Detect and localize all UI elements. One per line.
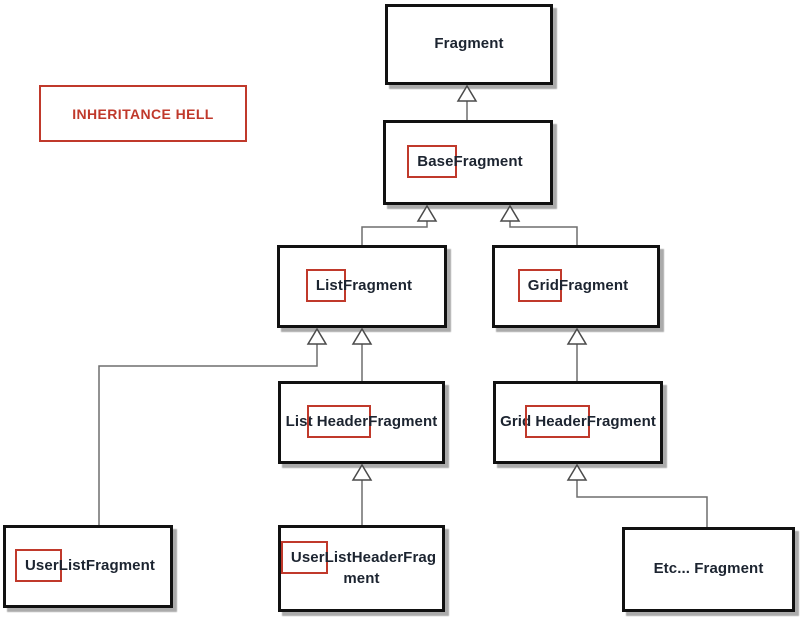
label-highlight: List (305, 269, 346, 303)
node-base-fragment: BaseFragment (383, 120, 553, 205)
inheritance-arrowhead-icon (499, 204, 521, 222)
label-post: Fragment (368, 413, 438, 431)
inheritance-arrowhead-icon (566, 463, 588, 481)
label-highlight: Base (407, 145, 457, 179)
label-pre: Fragment (434, 35, 504, 53)
inheritance-hell-label: INHERITANCE HELL (72, 105, 214, 122)
label-post: Fragment (342, 277, 413, 295)
label-pre: Etc... Fragment (653, 560, 764, 578)
label-highlight: User (280, 541, 328, 575)
inheritance-hell-badge: INHERITANCE HELL (39, 85, 247, 142)
node-label: Fragment (431, 34, 506, 54)
label-pre: Grid (500, 413, 532, 431)
inheritance-arrowhead-icon (306, 327, 328, 345)
edge-list-to-base (361, 204, 438, 245)
inheritance-arrowhead-icon (456, 84, 478, 102)
inheritance-arrowhead-icon (566, 327, 588, 345)
edge-userlistheader-to-listheader (351, 463, 373, 525)
node-user-list-header-fragment: UserListHeaderFragment (278, 525, 445, 612)
edge-grid-to-base (499, 204, 578, 245)
label-highlight: Header (525, 405, 590, 439)
edge-etc-to-gridheader (566, 463, 708, 527)
node-label: UserListFragment (15, 549, 158, 583)
node-grid-fragment: GridFragment (492, 245, 660, 328)
label-post: Fragment (586, 413, 656, 431)
node-fragment: Fragment (385, 4, 553, 85)
label-post: Fragment (453, 153, 523, 171)
label-highlight: User (15, 549, 62, 583)
edge-listheader-to-list (351, 327, 373, 381)
node-label: UserListHeaderFragment (280, 541, 442, 589)
node-label: Etc... Fragment (651, 559, 767, 579)
node-label: ListFragment (305, 269, 415, 303)
inheritance-arrowhead-icon (351, 327, 373, 345)
inheritance-arrowhead-icon (351, 463, 373, 481)
node-list-fragment: ListFragment (277, 245, 447, 328)
label-post: ListFragment (58, 557, 155, 575)
label-post: ListHeaderFragment (324, 549, 437, 587)
node-label: GridFragment (517, 269, 631, 303)
edge-base-to-fragment (456, 84, 478, 120)
label-highlight: Grid (517, 269, 563, 303)
node-user-list-fragment: UserListFragment (3, 525, 173, 608)
inheritance-arrowhead-icon (416, 204, 438, 222)
node-etc-fragment: Etc... Fragment (622, 527, 795, 612)
label-post: Fragment (559, 277, 629, 295)
node-label: BaseFragment (407, 145, 525, 179)
edge-gridheader-to-grid (566, 327, 588, 381)
label-highlight: Header (306, 405, 372, 439)
